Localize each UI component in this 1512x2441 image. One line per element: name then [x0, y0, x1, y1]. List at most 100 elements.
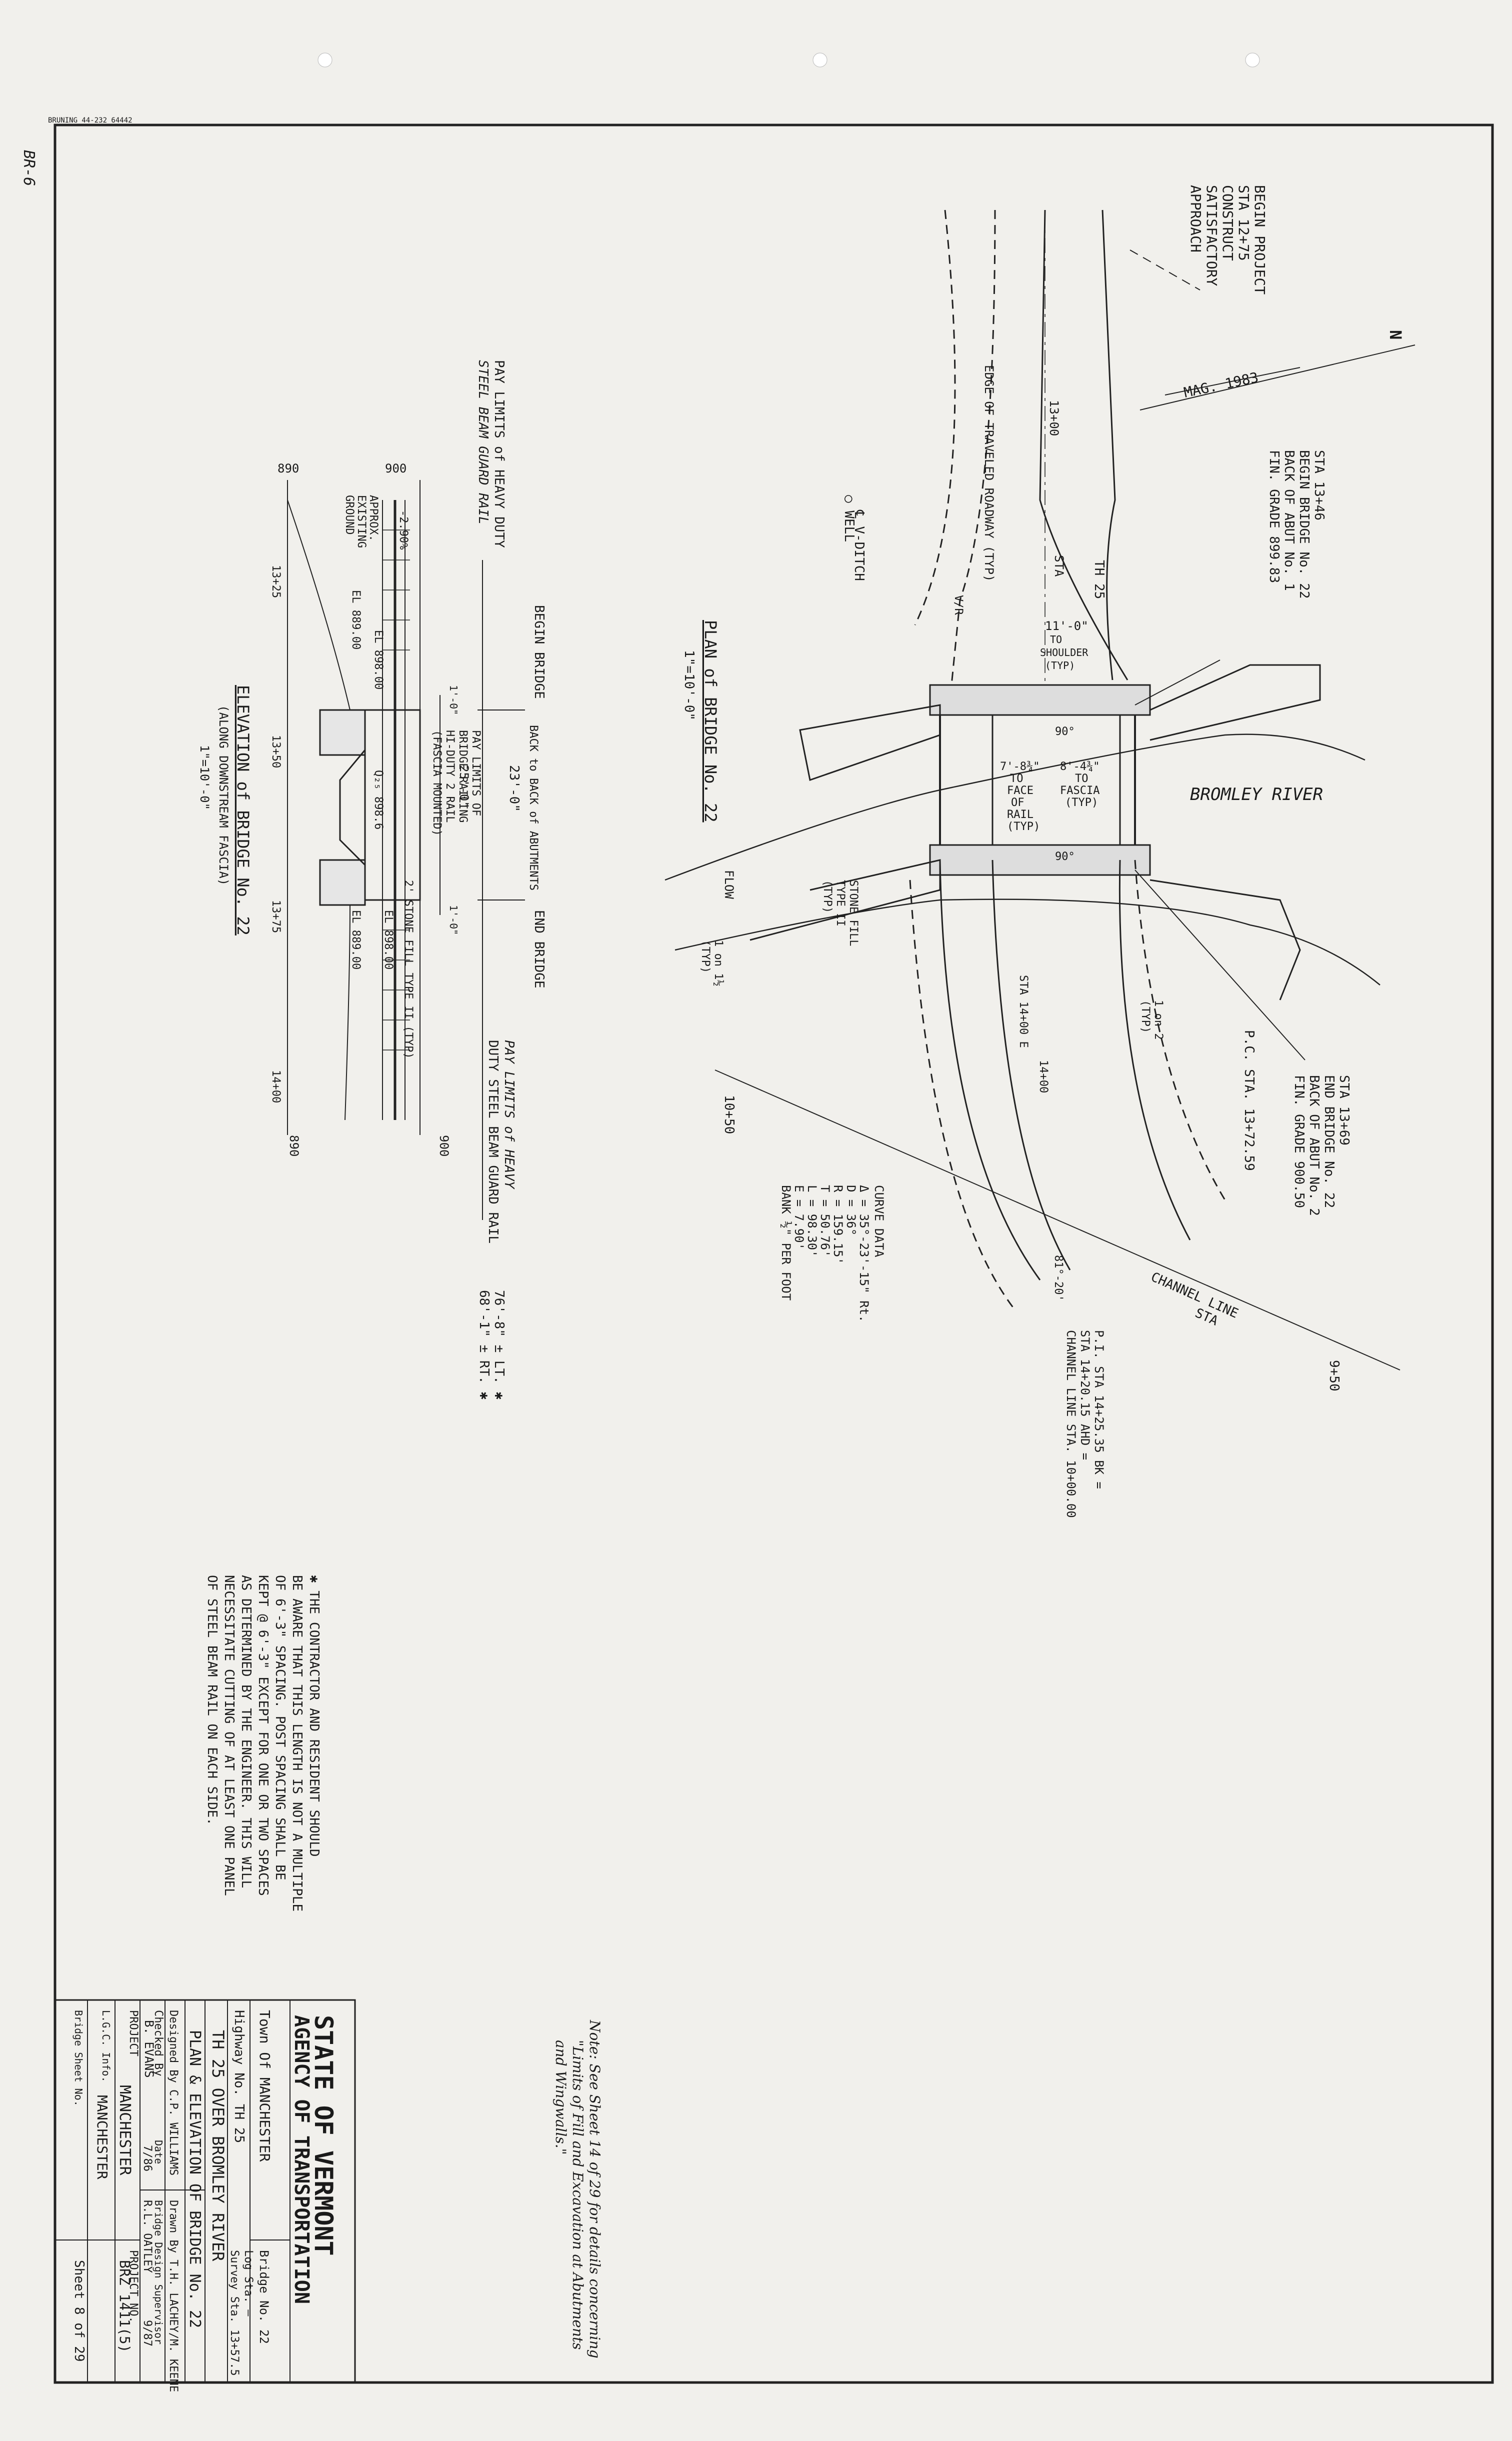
- face-of-rail-dim: FACE: [1007, 784, 1034, 797]
- existing-ground: [287, 500, 350, 1120]
- designed-field: Designed By C.P. WILLIAMS: [167, 2010, 180, 2176]
- shoulder-dim: 11'-0": [1045, 619, 1088, 633]
- road-label: TH 25: [1092, 560, 1106, 599]
- ditch-line: [949, 210, 996, 700]
- one-foot-dim: 1'-0": [448, 685, 460, 715]
- abutment-2: [929, 844, 1151, 876]
- plan-scale: 1"=10'-0": [682, 650, 696, 720]
- face-of-rail-dim: 7'-8¾": [1000, 760, 1040, 773]
- curve-data: E = 7.90': [792, 1185, 806, 1250]
- road-edge: [1039, 210, 1128, 680]
- station-label: 9+50: [1326, 1360, 1342, 1392]
- slope-label: 1 on 1½: [712, 940, 724, 986]
- wingwall: [1150, 879, 1301, 1000]
- bridge-sheet-label: Bridge Sheet No.: [72, 2010, 84, 2106]
- date-label: Date: [152, 2140, 164, 2164]
- pi-label: CHANNEL LINE STA. 10+00.00: [1064, 1330, 1078, 1518]
- supervisor-field: R.L. OATLEY: [141, 2200, 154, 2273]
- sheet-border: [54, 124, 1494, 2384]
- stone-fill-label: 2' STONE FILL TYPE II (TYP): [402, 880, 414, 1059]
- note-line: "Limits of Fill and Excavation at Abutme…: [570, 2040, 586, 2350]
- curve-data: Δ = 35°-23'-15" Rt.: [857, 1185, 871, 1322]
- river-label: BROMLEY RIVER: [1190, 784, 1323, 804]
- note-line: Note: See Sheet 14 of 29 for details con…: [586, 2020, 603, 2358]
- rail-length-left: 76'-8" ± LT. ✱: [492, 1290, 506, 1400]
- sheet-code: BR-6: [20, 150, 38, 186]
- wingwall: [799, 704, 941, 781]
- pi-label: STA 14+20.15 AHD =: [1078, 1330, 1092, 1460]
- back-to-back-label: BACK to BACK of ABUTMENTS: [527, 725, 540, 890]
- skew-line: [1134, 660, 1220, 706]
- pay-limits-bottom: PAY LIMITS of HEAVY: [502, 1040, 516, 1190]
- elevation-tick: 890: [287, 1135, 301, 1156]
- pc-label: P.C. STA. 13+72.59: [1242, 1030, 1256, 1171]
- slope-label: (TYP): [1139, 1000, 1152, 1033]
- note-line: BE AWARE THAT THIS LENGTH IS NOT A MULTI…: [290, 1575, 304, 1912]
- elevation-labels: PAY LIMITS of HEAVY DUTY STEEL BEAM GUAR…: [198, 360, 546, 1400]
- road-edge: [1118, 860, 1191, 1240]
- note-line: and Wingwalls.": [552, 2040, 569, 2154]
- shoulder-dim: (TYP): [1045, 660, 1075, 672]
- span-dim: 23'-0": [506, 765, 522, 812]
- lgc-label: L.G.C. Info.: [100, 2010, 112, 2082]
- channel-line-label: CHANNEL LINE: [1148, 1270, 1240, 1322]
- pay-limits-top: PAY LIMITS of HEAVY DUTY: [492, 360, 506, 548]
- slope-label: (TYP): [699, 940, 712, 973]
- wingwall: [1150, 664, 1321, 741]
- sta-label: STA: [1052, 555, 1066, 577]
- punch-hole: [1245, 52, 1260, 68]
- sheet-title: PLAN & ELEVATION OF BRIDGE No. 22: [186, 2030, 204, 2328]
- note-line: NECESSITATE CUTTING OF AT LEAST ONE PANE…: [222, 1575, 236, 1896]
- mag-label: MAG. 1983: [1182, 369, 1260, 401]
- north-arrow: [1140, 344, 1416, 410]
- slope-label: 1 on 2: [1152, 1000, 1164, 1040]
- road-edge: [939, 860, 1041, 1280]
- road-edge: [992, 860, 1071, 1270]
- bridge-no-field: Bridge No. 22: [257, 2250, 271, 2344]
- grade-label: -2.90%: [397, 510, 410, 550]
- date-checked: 7/86: [141, 2145, 154, 2172]
- curve-data: BANK ½" PER FOOT: [779, 1185, 793, 1300]
- elevation-label: EL 889.00: [350, 910, 362, 970]
- lgc-value: MANCHESTER: [94, 2095, 110, 2180]
- supervisor-label: Bridge Design Supervisor: [152, 2200, 164, 2344]
- punch-hole: [812, 52, 828, 68]
- stone-fill-label: (TYP): [821, 880, 834, 913]
- stone-fill-label: TYPE II: [834, 880, 846, 926]
- title-block: [54, 1999, 356, 2384]
- station-label: STA 14+00 E: [1017, 975, 1030, 1048]
- project-name: MANCHESTER: [116, 2085, 134, 2176]
- bridge-rail-pay: HI-DUTY 2 RAIL: [444, 730, 456, 822]
- q25-label: Q₂₅ 898.6: [372, 770, 384, 830]
- begin-bridge-label: BEGIN BRIDGE: [532, 605, 546, 699]
- edge-traveled-label: EDGE OF TRAVELED ROADWAY (TYP): [982, 365, 996, 582]
- project-label: PROJECT: [127, 2010, 140, 2056]
- station-tick: 14+00: [270, 1070, 282, 1103]
- sheet-number: Sheet 8 of 29: [72, 2260, 86, 2362]
- bridge-deck: [939, 699, 1136, 861]
- face-of-rail-dim: (TYP): [1007, 820, 1040, 833]
- highway-field: Highway No. TH 25: [232, 2010, 246, 2143]
- survey-sta-field: Survey Sta. 13+57.5: [228, 2250, 240, 2376]
- elevation-label: EL 898.00: [372, 630, 384, 690]
- station-label: 13+00: [1047, 400, 1061, 436]
- channel-line: [714, 1070, 1400, 1370]
- station-tick: 13+25: [270, 565, 282, 598]
- ground-label: EXISTING: [355, 495, 368, 548]
- ditch-line: [1134, 860, 1226, 1200]
- agency-title: AGENCY OF TRANSPORTATION: [290, 2015, 313, 2304]
- skew-line: [1134, 870, 1306, 1060]
- guard-rail-posts: [382, 530, 410, 1050]
- fascia-dim: TO: [1075, 772, 1088, 785]
- angle-label: 90°: [1055, 726, 1075, 738]
- mag-arrow: [1164, 367, 1300, 396]
- begin-project-line: APPROACH: [1188, 185, 1204, 252]
- station-label: 14+00: [1037, 1060, 1050, 1093]
- punch-hole: [318, 52, 332, 68]
- one-foot-dim: 1'-0": [448, 905, 460, 935]
- elevation-scale: 1"=10'-0": [198, 745, 212, 810]
- span-25-dim: 25'-0": [457, 765, 471, 808]
- ground-label: GROUND: [343, 495, 356, 534]
- note-line: AS DETERMINED BY THE ENGINEER. THIS WILL: [238, 1575, 254, 1888]
